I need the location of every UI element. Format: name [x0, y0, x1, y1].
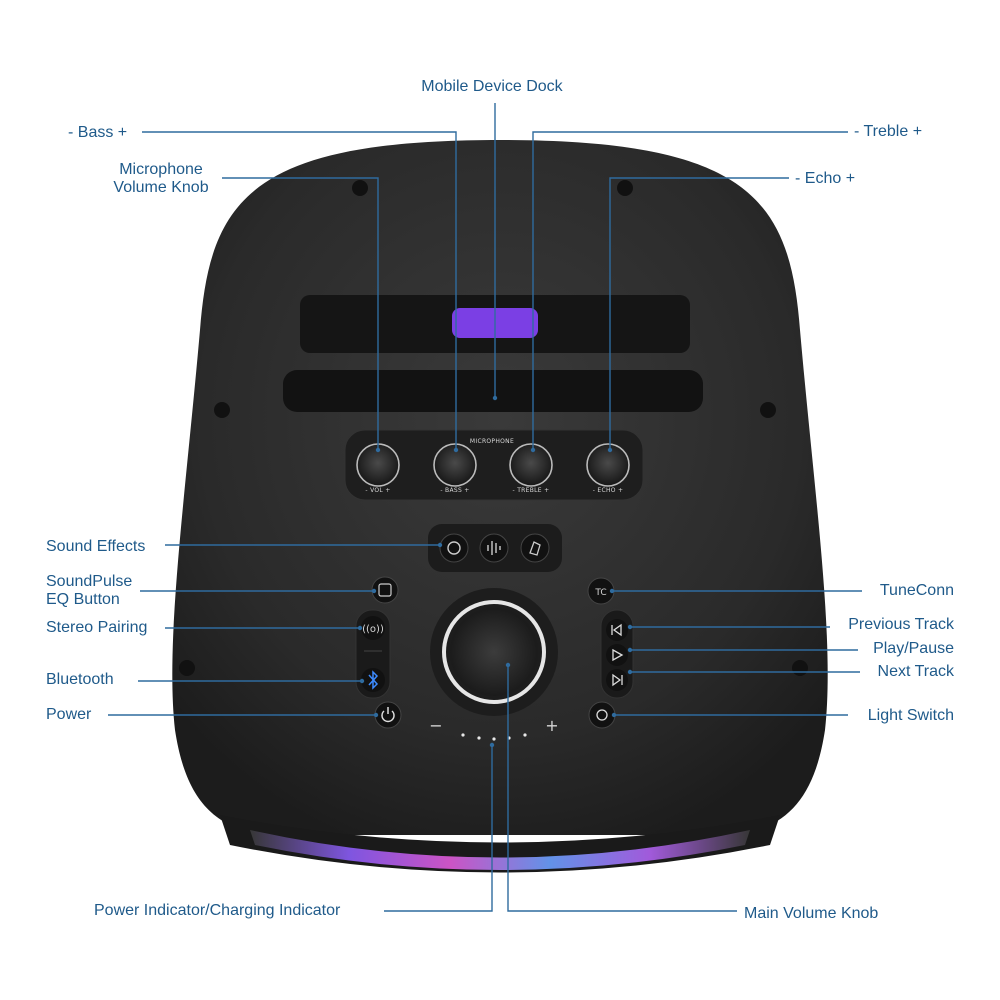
stereo-pairing-icon: ((o))	[362, 624, 384, 635]
sound-effect-button-2[interactable]	[479, 533, 509, 563]
volume-plus-label: +	[545, 716, 558, 735]
main-volume-knob[interactable]	[430, 588, 558, 716]
tuneconn-label: TuneConn	[879, 582, 954, 599]
sound-effects-panel	[428, 524, 562, 572]
knob-panel: MICROPHONE - VOL + - BASS + - TREBLE + -…	[344, 429, 644, 501]
previous-track-label: Previous Track	[848, 616, 954, 633]
sound-effect-button-3[interactable]	[520, 533, 550, 563]
power-icon	[381, 710, 395, 723]
mic-volume-knob-label: - VOL +	[365, 487, 390, 494]
soundpulse-label: SoundPulse EQ Button	[46, 573, 132, 609]
mobile-dock-label: Mobile Device Dock	[421, 78, 563, 95]
next-track-icon	[612, 673, 623, 687]
power-indicator-leds	[461, 733, 527, 741]
stereo-pairing-button[interactable]: ((o))	[361, 616, 385, 640]
microphone-panel-label: MICROPHONE	[470, 438, 514, 445]
eq-icon	[378, 583, 392, 597]
bass-knob-label: - BASS +	[440, 487, 469, 494]
bass-knob[interactable]: - BASS +	[433, 443, 477, 494]
previous-track-button[interactable]	[606, 619, 628, 641]
light-switch-button[interactable]	[588, 701, 616, 729]
volume-minus-label: −	[429, 716, 442, 735]
speaker-body	[172, 140, 828, 873]
bluetooth-label: Bluetooth	[46, 671, 114, 688]
tuneconn-button[interactable]: TC	[587, 577, 615, 605]
play-pause-label: Play/Pause	[873, 640, 954, 657]
callout-dots	[357, 395, 633, 748]
next-track-label: Next Track	[877, 663, 954, 680]
echo-label: - Echo +	[795, 170, 856, 187]
light-strip	[250, 830, 750, 870]
treble-knob-label: - TREBLE +	[513, 487, 550, 494]
echo-knob-label: - ECHO +	[593, 487, 624, 494]
horn-icon	[447, 541, 461, 555]
mic-volume-label-line1: Microphone	[119, 161, 203, 178]
mic-volume-label: Microphone Volume Knob	[100, 161, 222, 197]
bluetooth-button[interactable]	[361, 668, 385, 692]
power-indicator-label: Power Indicator/Charging Indicator	[94, 902, 341, 919]
treble-label: - Treble +	[854, 123, 923, 140]
bass-label: - Bass +	[68, 124, 128, 141]
mic-volume-label-line2: Volume Knob	[113, 179, 209, 196]
echo-knob[interactable]: - ECHO +	[586, 443, 630, 494]
soundpulse-label-line2: EQ Button	[46, 591, 120, 608]
treble-knob[interactable]: - TREBLE +	[509, 443, 553, 494]
play-pause-button[interactable]	[606, 644, 628, 666]
sound-effect-button-1[interactable]	[439, 533, 469, 563]
previous-track-icon	[611, 623, 622, 637]
stereo-pairing-label: Stereo Pairing	[46, 619, 148, 636]
power-button[interactable]	[374, 701, 402, 729]
bluetooth-icon	[368, 670, 379, 690]
sound-effects-label: Sound Effects	[46, 538, 146, 555]
soundpulse-label-line1: SoundPulse	[46, 573, 133, 590]
power-label: Power	[46, 706, 92, 723]
callout-lines	[108, 103, 862, 912]
light-icon	[596, 709, 608, 721]
light-switch-label: Light Switch	[867, 707, 954, 724]
play-icon	[612, 648, 624, 662]
clap-icon	[529, 541, 541, 556]
tuneconn-icon: TC	[594, 588, 606, 598]
next-track-button[interactable]	[606, 669, 628, 691]
soundwave-icon	[487, 541, 501, 555]
soundpulse-eq-button[interactable]	[371, 576, 399, 604]
main-volume-label: Main Volume Knob	[744, 905, 879, 922]
